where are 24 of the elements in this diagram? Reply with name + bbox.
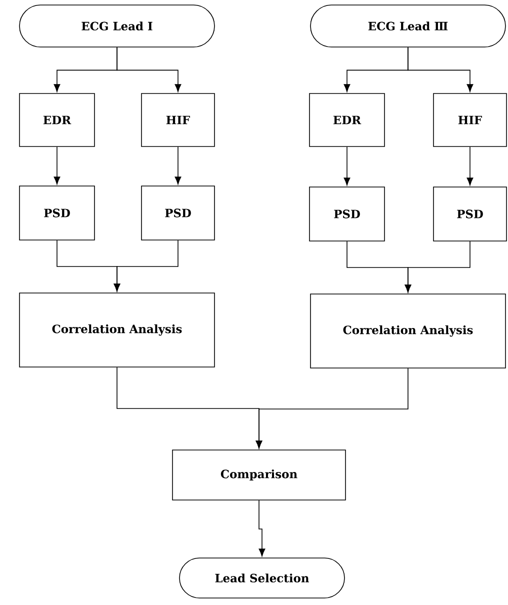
arrow [174,146,182,184]
process-box: HIF [141,93,215,147]
process-box: HIF [433,93,507,147]
arrow [256,368,408,448]
arrow [404,241,470,292]
process-box: PSD [433,186,507,242]
arrow [114,240,178,292]
terminal-box: ECG Lead Ⅰ [19,4,215,48]
process-box: PSD [141,186,215,240]
arrow [466,146,474,186]
process-box: Correlation Analysis [310,294,506,368]
arrow [258,500,266,556]
process-box: EDR [309,93,385,147]
arrow [408,47,474,92]
process-box: EDR [19,93,95,147]
terminal-box: Lead Selection [179,558,345,598]
process-box: PSD [309,186,385,242]
arrow [54,146,60,184]
process-box: Comparison [172,450,346,500]
arrow [116,47,182,92]
terminal-box: ECG Lead Ⅲ [310,4,506,48]
process-box: Correlation Analysis [19,292,215,368]
process-box: PSD [19,186,95,240]
arrow [344,146,350,186]
